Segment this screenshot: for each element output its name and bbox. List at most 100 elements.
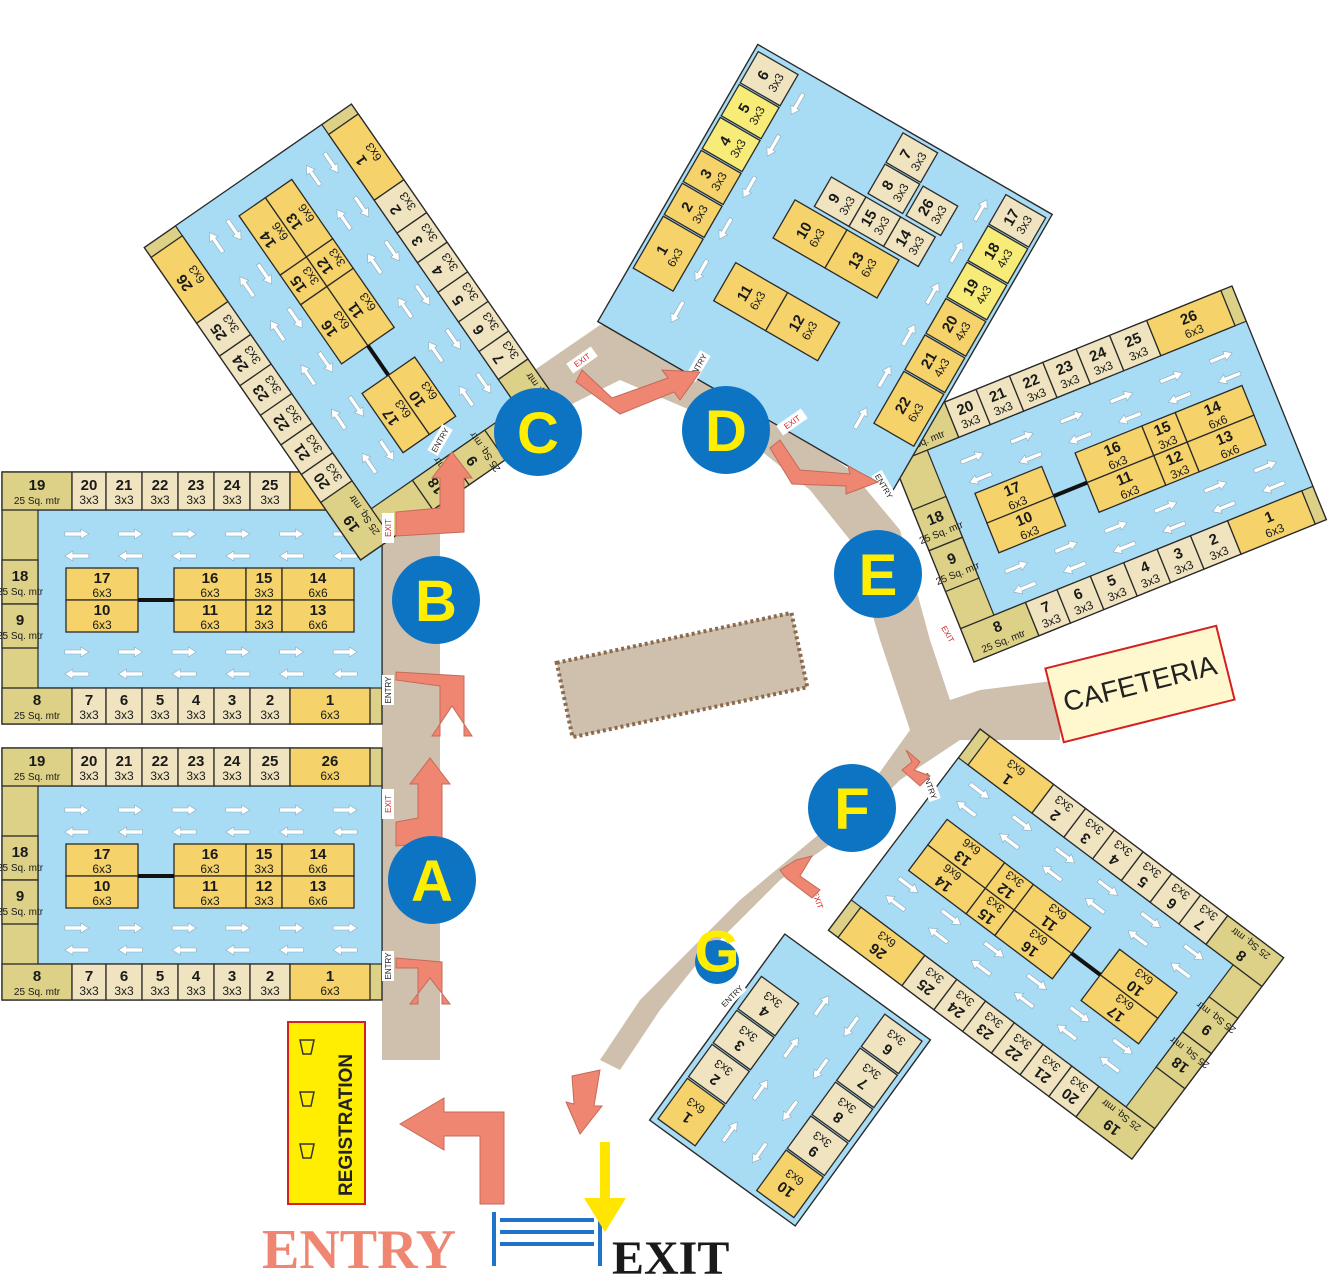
hall-f-marker[interactable]: F	[808, 764, 896, 852]
hall-e-marker[interactable]: E	[834, 530, 922, 618]
booth-8[interactable]: 825 Sq. mtr	[1, 963, 73, 1001]
booth-8[interactable]: 825 Sq. mtr	[1, 687, 73, 725]
hall-c-marker[interactable]: C	[494, 388, 582, 476]
booth-9[interactable]: 925 Sq. mtr	[1178, 993, 1242, 1056]
booth-9[interactable]: 925 Sq. mtr	[0, 879, 44, 925]
booth-9[interactable]: 925 Sq. mtr	[0, 603, 44, 649]
registration-desk[interactable]: REGISTRATION	[287, 1021, 366, 1205]
booth-8[interactable]: 825 Sq. mtr	[959, 601, 1040, 663]
